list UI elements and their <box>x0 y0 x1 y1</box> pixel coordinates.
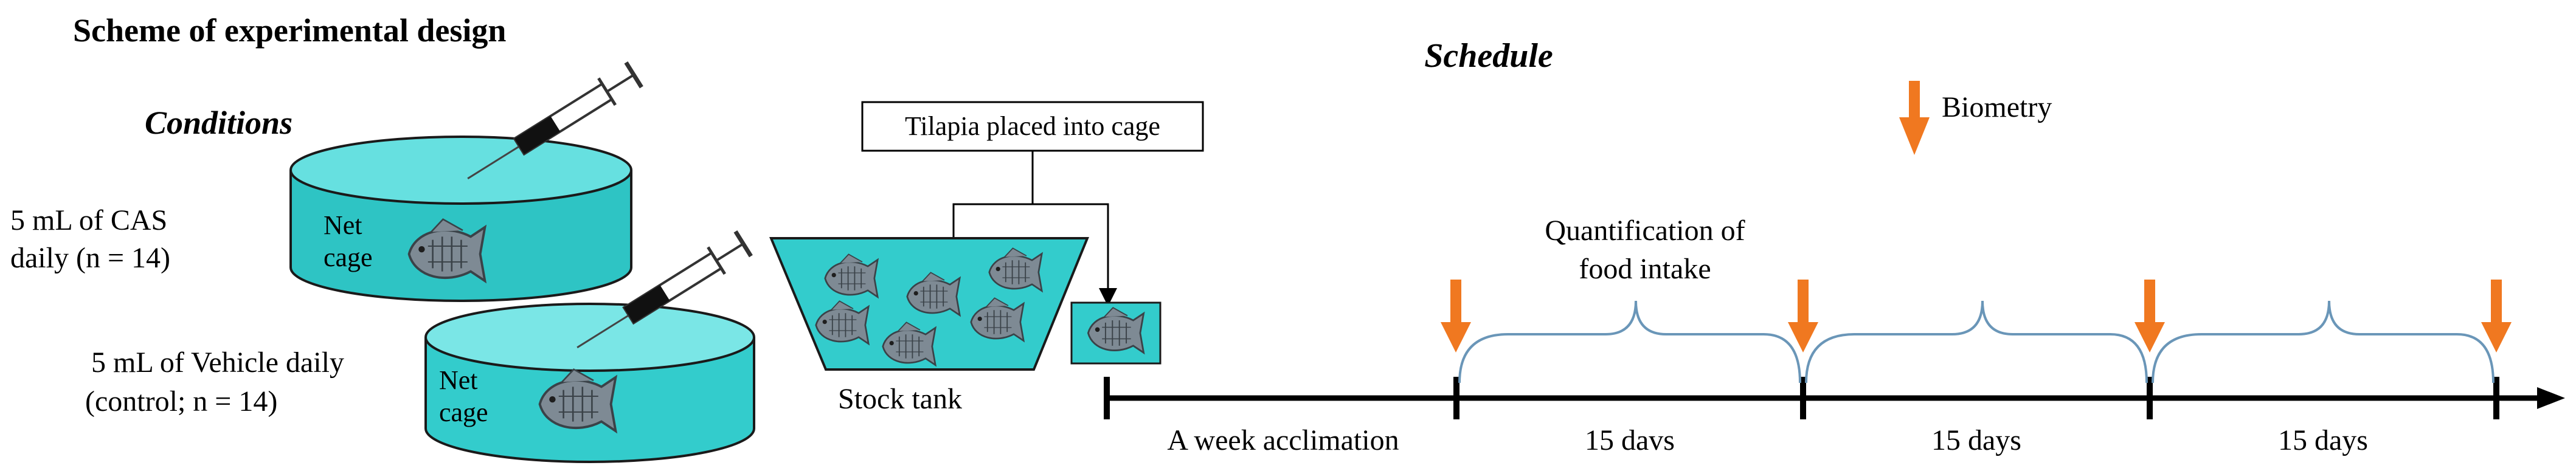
biometry-legend-arrow <box>1899 81 1930 155</box>
biometry-label: Biometry <box>1942 91 2052 123</box>
cas-cage-label-line1: Net <box>324 210 362 240</box>
biometry-arrow-icon <box>1441 280 1471 352</box>
braces <box>1458 300 2495 383</box>
connector-line <box>952 151 1034 258</box>
cas-cage-label-line2: cage <box>324 242 373 272</box>
vehicle-net-cage <box>424 303 755 463</box>
brace-period-2 <box>1805 300 2148 383</box>
biometry-arrows <box>1441 280 2512 352</box>
syringe-icon <box>467 61 643 180</box>
cas-net-cage <box>289 136 632 302</box>
food-intake-label-line2: food intake <box>1579 253 1711 285</box>
vehicle-condition-line2: (control; n = 14) <box>85 385 277 418</box>
conditions-heading: Conditions <box>145 105 293 141</box>
diagram-title: Scheme of experimental design <box>73 12 506 49</box>
placed-label: Tilapia placed into cage <box>905 111 1160 141</box>
vehicle-cage-label-line1: Net <box>439 365 478 395</box>
vehicle-condition-line1: 5 mL of Vehicle daily <box>91 346 344 379</box>
biometry-arrow-icon <box>1788 280 1818 352</box>
syringe-icon <box>576 230 753 349</box>
fish-in-cage <box>1070 301 1162 365</box>
stock-tank <box>769 237 1089 371</box>
connector-arrow <box>1033 203 1117 306</box>
biometry-arrow-icon <box>2135 280 2165 352</box>
schedule-heading: Schedule <box>1424 37 1553 75</box>
period-label-2: 15 days <box>1931 424 2021 456</box>
stock-tank-label: Stock tank <box>838 383 962 415</box>
brace-period-1 <box>1458 300 1801 383</box>
period-label-acclimation: A week acclimation <box>1167 424 1399 456</box>
period-label-1: 15 davs <box>1585 424 1675 456</box>
vehicle-cage-label-line2: cage <box>439 397 488 427</box>
cas-condition-line2: daily (n = 14) <box>10 242 170 274</box>
brace-period-3 <box>2152 300 2495 383</box>
period-label-3: 15 days <box>2278 424 2368 456</box>
cas-condition-line1: 5 mL of CAS <box>10 204 167 236</box>
biometry-arrow-icon <box>2481 280 2512 352</box>
food-intake-label-line1: Quantification of <box>1545 215 1745 247</box>
timeline <box>1104 377 2565 419</box>
